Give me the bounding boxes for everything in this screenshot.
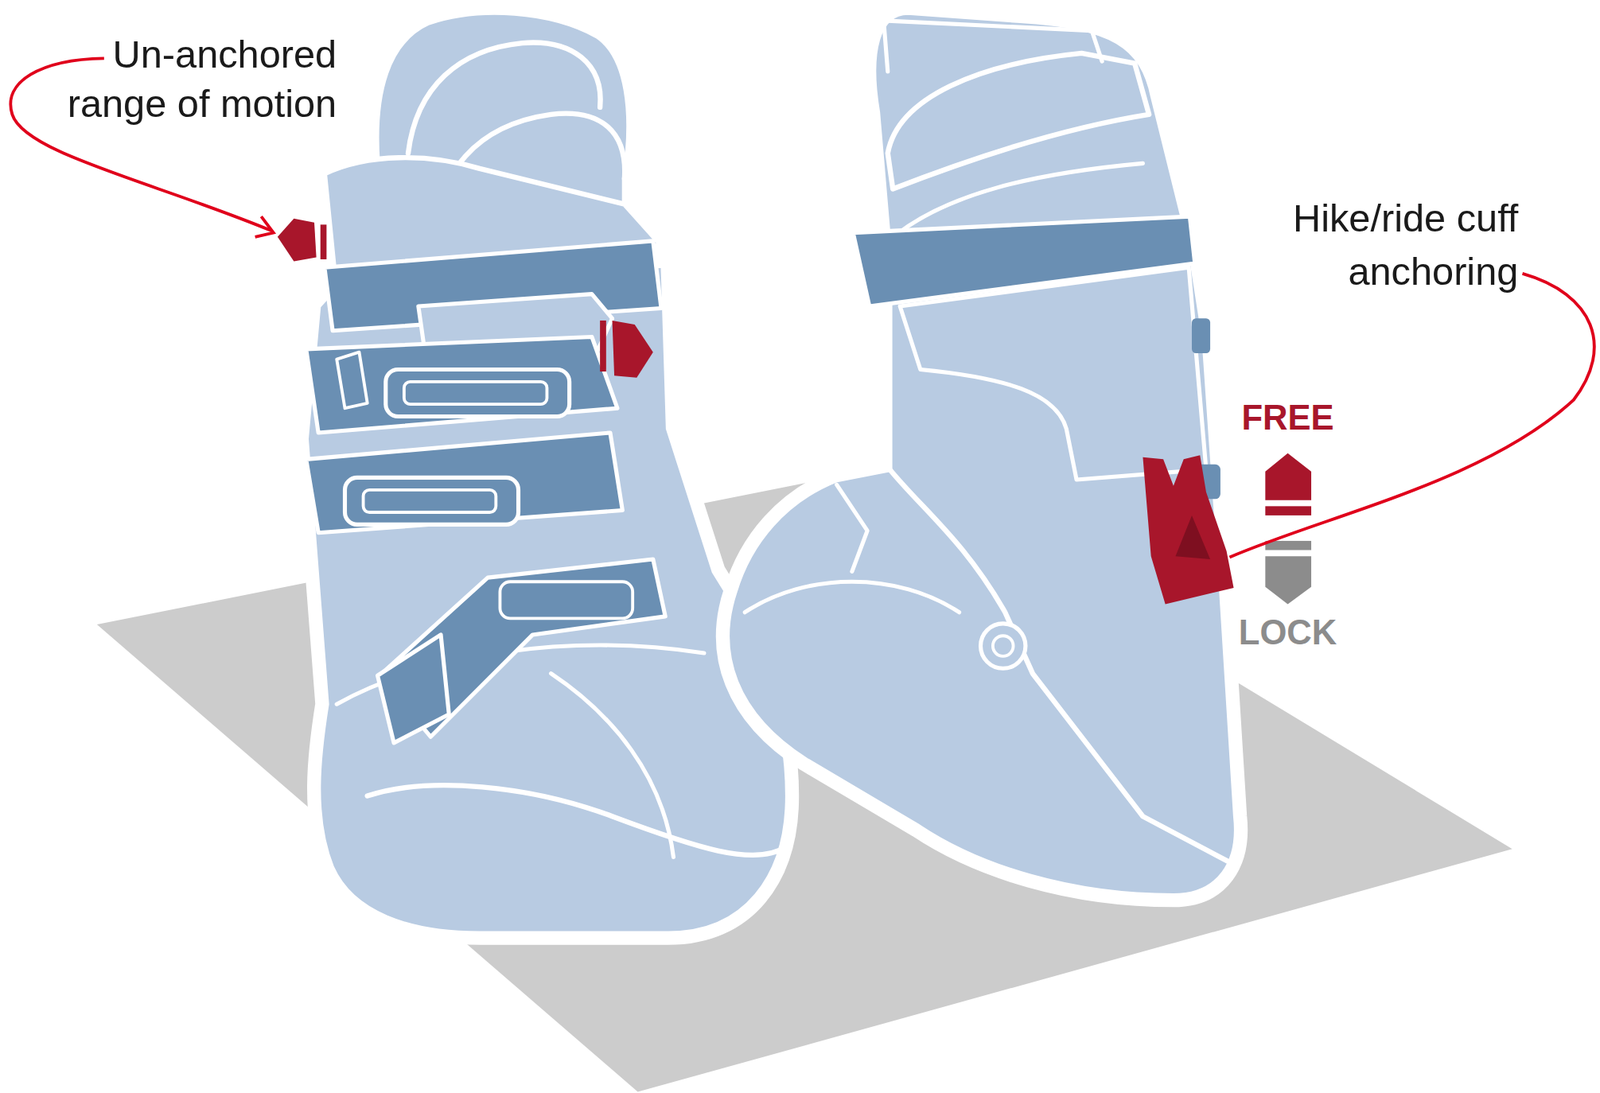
lock-indicator-bar [1265,541,1312,551]
buckle-catch [336,352,367,409]
boot-halo [306,12,788,935]
buckle-strap [306,336,618,433]
buckle-lever [499,581,633,619]
boot-shell [306,265,788,935]
toe-line [367,785,787,856]
liner-loop [883,20,1102,72]
free-indicator [1265,453,1312,501]
lock-indicator [1265,556,1312,604]
pivot-rivet [981,623,1026,669]
mode-label: LOCK [1206,612,1370,654]
shell-line [551,673,674,858]
range-tab [277,218,317,262]
callout-label: Un-anchored range of motion [38,30,337,129]
walk-lever-cutout [1175,515,1211,560]
boot-halo [727,12,1237,897]
cuff-panel [899,267,1207,480]
free-indicator-bar [1265,506,1312,516]
boot-shell [727,12,1237,897]
side-knob [1191,318,1211,354]
range-tab-bar [599,320,607,372]
buckle-lever [404,381,548,405]
shell-line [744,581,959,612]
walk-lever [1142,455,1234,604]
callout-label: Hike/ride cuff anchoring [1250,191,1519,298]
buckle-flap [377,634,450,744]
buckle-lever [385,369,570,417]
mode-label: FREE [1206,397,1370,439]
buckle-lever [363,490,497,513]
range-tab-bar [320,224,328,260]
pivot-rivet [992,635,1014,657]
liner-tongue [408,42,601,154]
leader-arrowhead [255,216,274,238]
range-tab [612,320,654,378]
buckle-lever [344,477,518,525]
buckle-strap [306,432,623,534]
buckle-edge [836,484,868,572]
